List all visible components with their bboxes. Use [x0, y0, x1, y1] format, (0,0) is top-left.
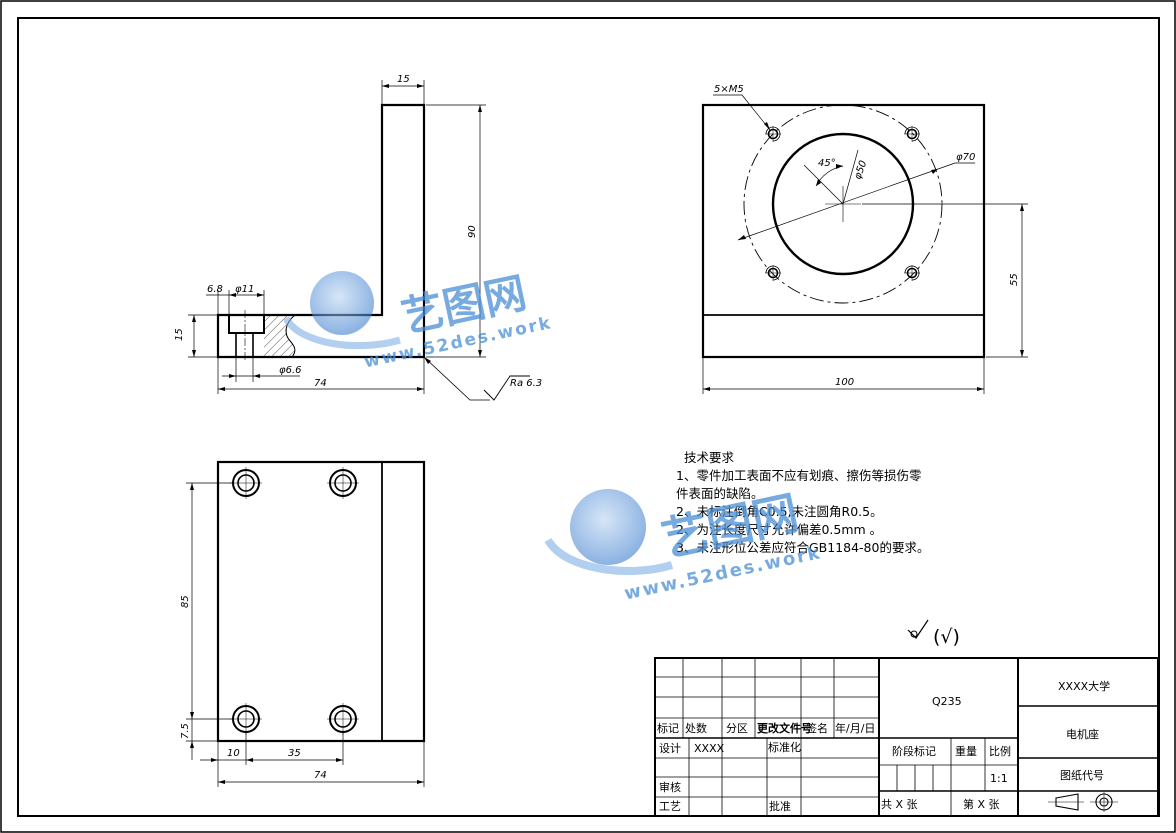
watermark-logo-icon	[282, 271, 402, 350]
tb-approve: 批准	[769, 799, 791, 813]
front-view-outline	[216, 103, 426, 359]
tb-stage-mark: 阶段标记	[892, 744, 936, 758]
title-block-text: 标记 处数 分区 更改文件号 签名 年/月/日 设计 XXXX 标准化 审核 工…	[657, 679, 1118, 813]
dim-hole-dia: φ6.6	[279, 365, 302, 376]
tb-scale-label: 比例	[989, 744, 1011, 758]
top-view: 85 7.5 10 35 74	[180, 460, 426, 787]
dim-counterbore-dia: φ11	[235, 284, 254, 295]
dim-edge-x: 10	[227, 748, 240, 759]
roughness-symbol	[483, 375, 530, 401]
dim-width: 100	[835, 377, 854, 388]
dim-center-height: 55	[1009, 273, 1020, 286]
dim-pitch-dia: φ70	[956, 152, 975, 163]
dim-hole-spacing-x: 35	[288, 748, 301, 759]
technical-requirements: 技术要求 1、零件加工表面不应有划痕、擦伤等损伤零 件表面的缺陷。 2、未标注倒…	[676, 450, 929, 555]
tb-count: 处数	[685, 722, 707, 735]
through-hole	[235, 332, 254, 358]
tb-review: 审核	[659, 780, 681, 794]
side-view-outline	[701, 103, 986, 359]
tb-part-name: 电机座	[1066, 727, 1099, 741]
inner-border	[17, 17, 1160, 817]
tb-designer: XXXX	[694, 742, 725, 755]
dim-edge-y: 7.5	[180, 723, 191, 739]
dim-top-length: 74	[314, 770, 327, 781]
dim-inner-dia: φ50	[852, 159, 869, 181]
tech-note-line: 3、未注形位公差应符合GB1184-80的要求。	[676, 540, 929, 555]
front-view: 15 90 15 6.8 φ11 φ6.6 74	[174, 74, 542, 401]
tech-note-line: 件表面的缺陷。	[676, 486, 764, 501]
tb-sheet-no: 第 X 张	[963, 797, 1000, 811]
tb-standardize: 标准化	[768, 740, 801, 754]
tech-note-line: 1、零件加工表面不应有划痕、擦伤等损伤零	[676, 468, 922, 483]
dim-height: 90	[467, 225, 478, 238]
counterbore	[228, 314, 265, 334]
tb-change-doc: 更改文件号	[757, 721, 812, 735]
dim-base-height: 15	[174, 328, 185, 341]
dim-length: 74	[314, 378, 327, 389]
roughness-leader	[423, 356, 490, 401]
mounting-holes	[230, 467, 359, 735]
projection-symbol-icon	[1048, 792, 1118, 812]
thread-label: 5×M5	[714, 84, 744, 95]
side-view: 5×M5 45° φ50 φ70 55 100	[701, 84, 1028, 394]
tech-notes-title: 技术要求	[684, 450, 735, 465]
front-view-hatch	[264, 315, 295, 357]
general-roughness: (√)	[907, 619, 960, 648]
dim-counterbore-depth: 6.8	[207, 284, 223, 295]
roughness-value: Ra 6.3	[510, 378, 542, 389]
watermark-logo-icon	[544, 489, 674, 575]
tech-note-line: 2、为注长度尺寸允许偏差0.5mm 。	[676, 522, 882, 537]
tb-scale: 1:1	[990, 772, 1008, 785]
dim-hole-spacing-y: 85	[180, 595, 191, 608]
tb-process: 工艺	[659, 800, 681, 813]
tb-material: Q235	[932, 695, 962, 708]
tech-note-line: 2、未标注倒角C0.5,未注圆角R0.5。	[676, 504, 883, 519]
tb-date: 年/月/日	[835, 721, 875, 735]
tb-weight: 重量	[955, 744, 977, 758]
tb-school: XXXX大学	[1058, 679, 1110, 693]
title-block	[654, 657, 1159, 817]
tb-signature: 签名	[806, 721, 828, 735]
dim-top-width: 15	[397, 74, 410, 85]
tb-zone: 分区	[726, 722, 748, 735]
tb-drawing-no-label: 图纸代号	[1060, 769, 1104, 782]
top-view-outline	[216, 460, 426, 743]
general-roughness-mark: (√)	[933, 626, 960, 648]
tb-design: 设计	[659, 742, 681, 755]
dim-angle: 45°	[818, 158, 836, 169]
tb-mark: 标记	[657, 721, 679, 735]
tb-sheets-total: 共 X 张	[881, 798, 918, 811]
